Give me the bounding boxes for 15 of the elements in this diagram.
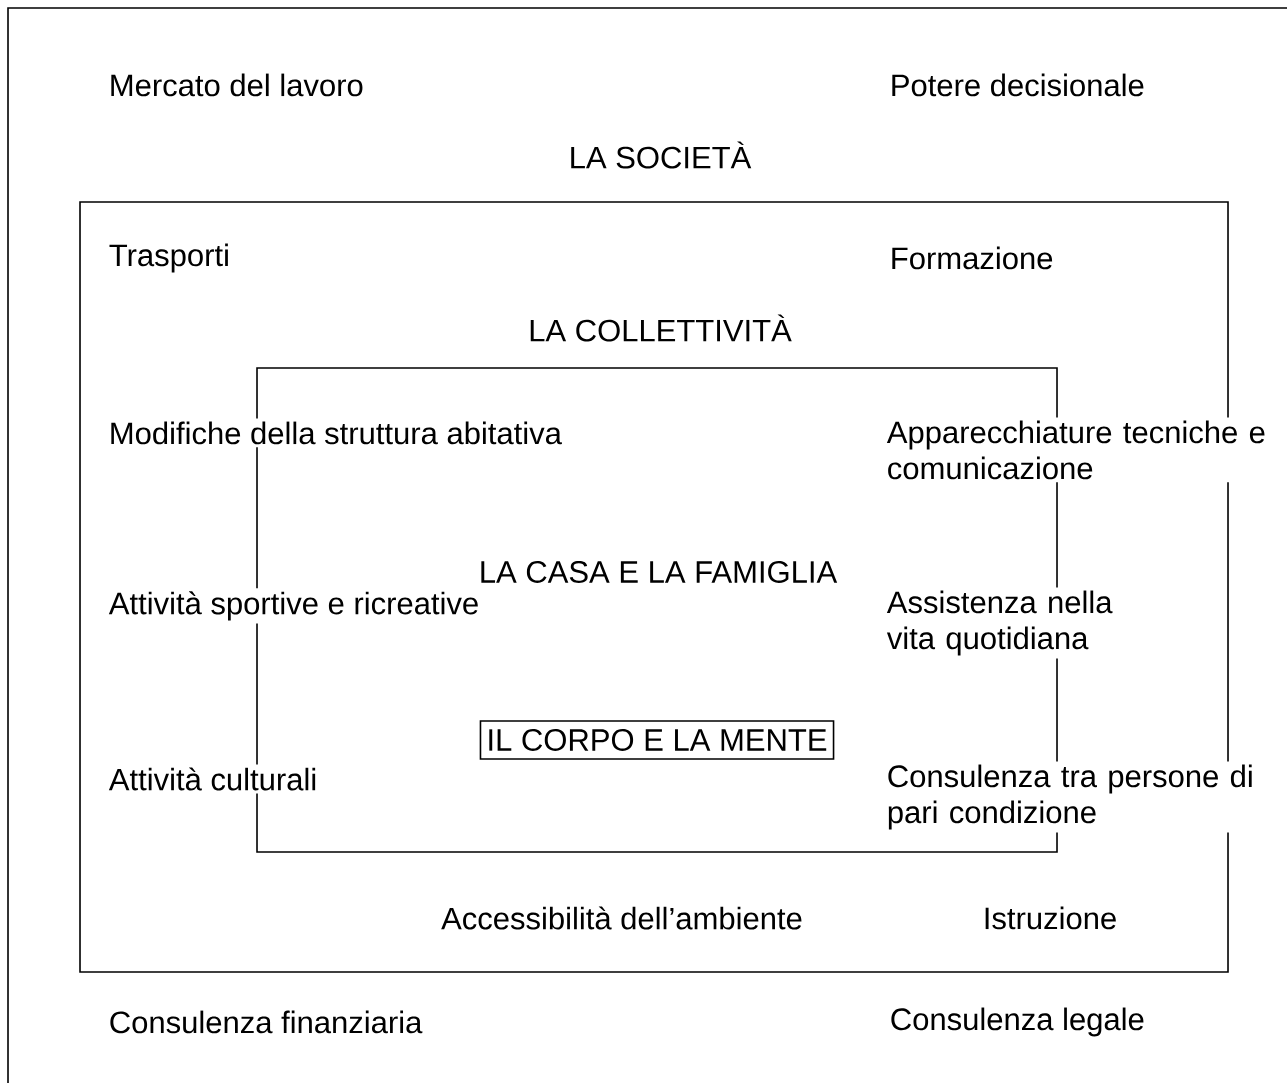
area-label: Accessibilità dell’ambiente	[438, 903, 806, 933]
area-label: Trasporti	[105, 240, 233, 276]
area-label: Modifiche della struttura abitativa	[105, 418, 565, 448]
area-label: Potere decisionale	[886, 70, 1148, 100]
area-label: Attività culturali	[105, 764, 321, 794]
center-box: IL CORPO E LA MENTE	[479, 720, 835, 760]
area-label: Attività sportive e ricreative	[105, 588, 483, 624]
area-label: Mercato del lavoro	[105, 70, 367, 100]
area-label: Consulenza legale	[886, 1004, 1148, 1040]
area-label: Istruzione	[979, 903, 1121, 933]
area-label: Formazione	[886, 243, 1057, 273]
area-label: Assistenza nella vita quotidiana	[883, 587, 1135, 659]
area-label: Consulenza tra persone di pari condizione	[883, 761, 1262, 833]
area-label: Apparecchiature tecniche e comunicazione	[883, 417, 1270, 483]
area-label: Consulenza finanziaria	[105, 1007, 426, 1037]
